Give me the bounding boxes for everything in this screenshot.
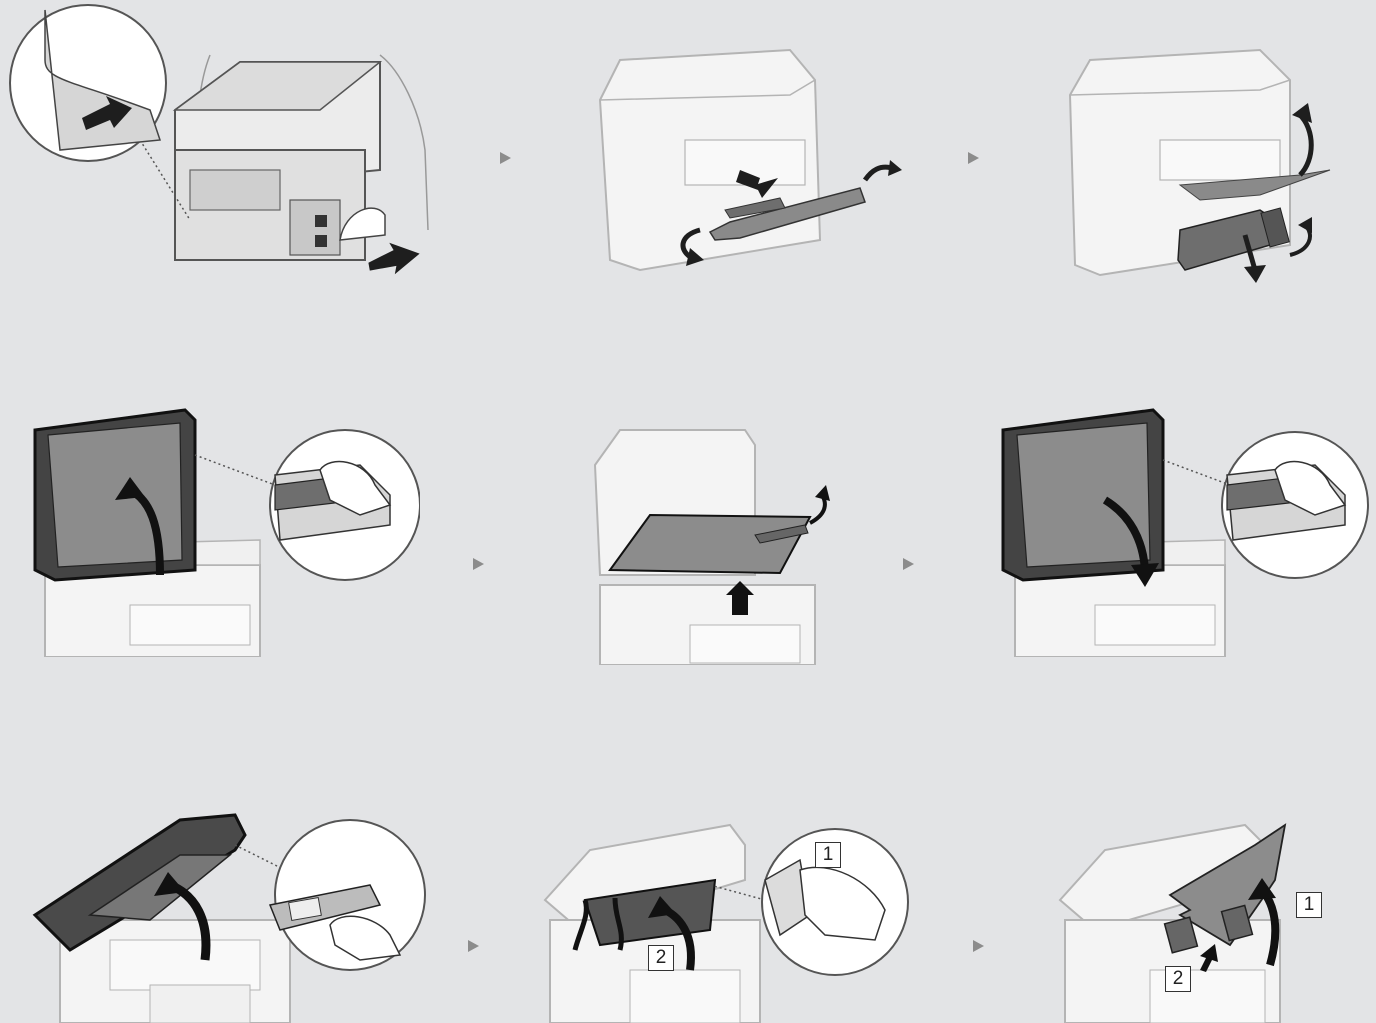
step-open-output-tray — [1060, 45, 1340, 285]
step-arrow-icon — [473, 558, 484, 570]
step-number-label: 2 — [648, 945, 674, 971]
step-number-label: 2 — [1165, 966, 1191, 992]
step-lift-scanning-platform — [30, 810, 430, 1023]
step-move-machine — [0, 0, 440, 300]
step-number-label: 1 — [815, 842, 841, 868]
step-remove-protective-sheet — [580, 425, 830, 665]
step-number-label: 1 — [1296, 892, 1322, 918]
step-open-platen-cover — [30, 405, 420, 657]
step-arrow-icon — [973, 940, 984, 952]
step-arrow-icon — [500, 152, 511, 164]
step-remove-packing-tape-front — [580, 40, 910, 280]
step-arrow-icon — [468, 940, 479, 952]
step-close-platen-cover — [995, 405, 1370, 657]
step-open-toner-cover: 1 2 — [530, 820, 910, 1023]
step-arrow-icon — [903, 558, 914, 570]
step-arrow-icon — [968, 152, 979, 164]
step-remove-packing-materials: 1 2 — [1050, 820, 1330, 1023]
